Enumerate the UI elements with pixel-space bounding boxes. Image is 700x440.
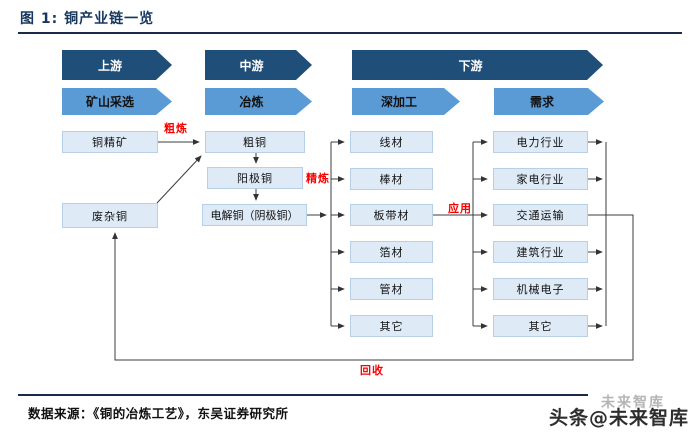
node-electrolytic-copper: 电解铜（阴极铜） xyxy=(202,204,307,226)
node-product-rod: 棒材 xyxy=(350,168,433,190)
stage-arrow-downstream: 下游 xyxy=(352,50,603,80)
stage-label: 矿山采选 xyxy=(85,95,134,109)
label-rough-smelting: 粗炼 xyxy=(164,122,188,135)
footer-divider xyxy=(18,394,588,396)
node-industry-machinery: 机械电子 xyxy=(493,278,588,300)
node-scrap-copper: 废杂铜 xyxy=(62,203,158,228)
label-recycling: 回收 xyxy=(360,364,384,377)
label-application: 应用 xyxy=(448,202,472,215)
node-product-foil: 箔材 xyxy=(350,241,433,263)
figure-title: 图 1: 铜产业链一览 xyxy=(20,11,155,27)
stage-arrow-demand: 需求 xyxy=(494,88,604,115)
stage-arrow-midstream: 中游 xyxy=(205,50,312,80)
stage-arrow-mining: 矿山采选 xyxy=(62,88,172,115)
publisher-logo: 头条@未来智库 xyxy=(549,407,690,429)
stage-label: 需求 xyxy=(529,95,554,109)
stage-arrow-deep-processing: 深加工 xyxy=(352,88,460,115)
label-refining: 精炼 xyxy=(306,172,330,185)
stage-label: 冶炼 xyxy=(239,95,264,109)
node-product-other: 其它 xyxy=(350,315,433,337)
node-anode-copper: 阳极铜 xyxy=(207,167,303,189)
stage-label: 下游 xyxy=(458,58,483,73)
stage-arrow-smelting: 冶炼 xyxy=(205,88,312,115)
node-product-strip: 板带材 xyxy=(350,204,433,226)
stage-label: 上游 xyxy=(97,58,122,73)
node-industry-home-appliance: 家电行业 xyxy=(493,168,588,190)
title-divider xyxy=(18,32,682,34)
node-industry-other: 其它 xyxy=(493,315,588,337)
node-blister-copper: 粗铜 xyxy=(205,131,305,153)
node-copper-concentrate: 铜精矿 xyxy=(62,131,158,153)
data-source-text: 数据来源：《铜的冶炼工艺》，东吴证券研究所 xyxy=(28,406,289,421)
node-product-wire: 线材 xyxy=(350,131,433,153)
node-industry-construction: 建筑行业 xyxy=(493,241,588,263)
stage-label: 深加工 xyxy=(380,95,417,109)
node-industry-transport: 交通运输 xyxy=(493,204,588,226)
stage-label: 中游 xyxy=(239,58,264,73)
node-product-tube: 管材 xyxy=(350,278,433,300)
watermark-text: 未来智库 xyxy=(601,395,665,411)
node-industry-power: 电力行业 xyxy=(493,131,588,153)
stage-arrow-upstream: 上游 xyxy=(62,50,172,80)
